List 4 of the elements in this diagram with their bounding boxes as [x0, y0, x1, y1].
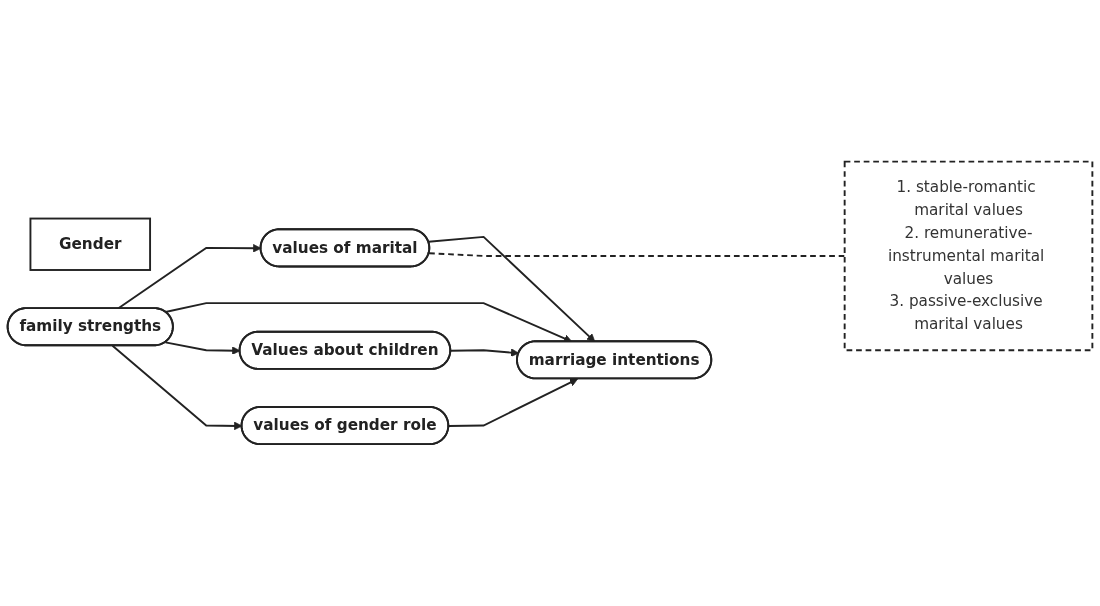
node-box: 1. stable-romantic marital values 2. remunerative-instrumental marital values 3. passive-exclusive marital values: [843, 160, 1094, 352]
arrow: [427, 236, 596, 343]
arrow: [164, 302, 573, 343]
node-box: Gender: [29, 217, 152, 272]
